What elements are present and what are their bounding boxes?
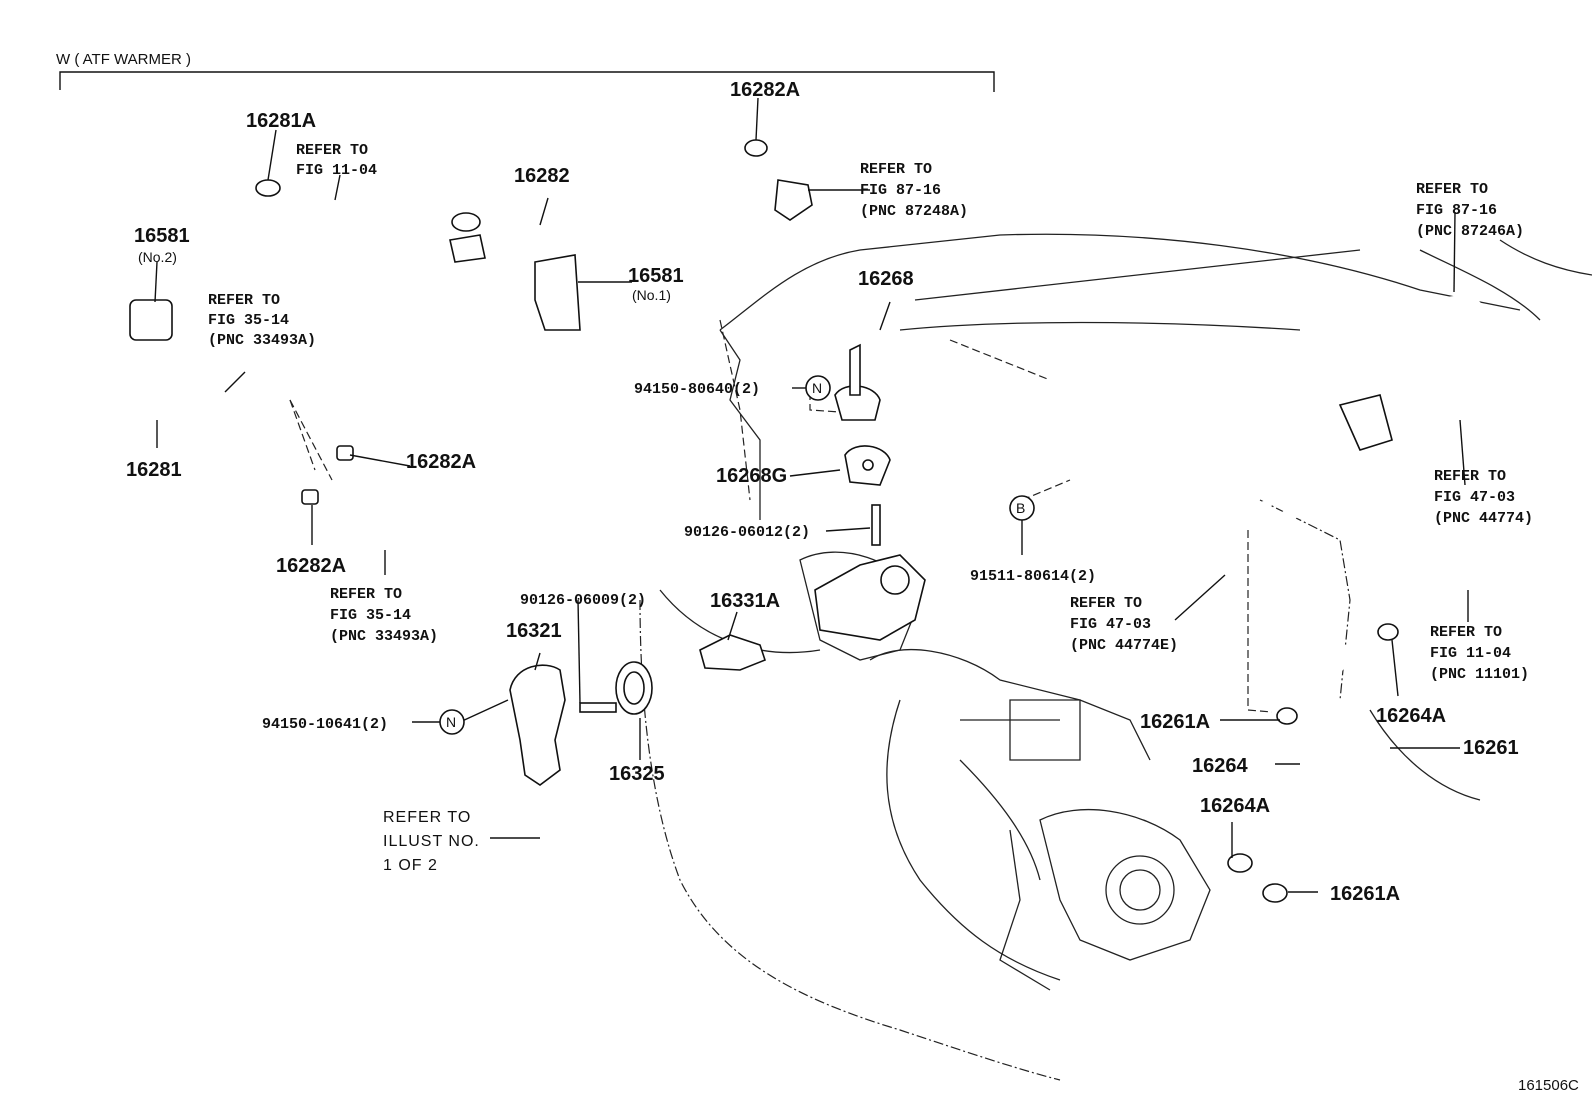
callout-16581-no2-sub: (No.2) <box>138 249 177 265</box>
dashed-connections <box>289 319 1273 713</box>
callout-16261: 16261 <box>1463 737 1519 759</box>
callout-90126-06012: 90126-06012(2) <box>684 524 810 541</box>
svg-text:REFER TO: REFER TO <box>208 292 280 309</box>
callout-91511-80614: 91511-80614(2) <box>970 568 1096 585</box>
svg-text:FIG 47-03: FIG 47-03 <box>1434 489 1515 506</box>
svg-text:N: N <box>446 714 456 730</box>
callout-90126-06009: 90126-06009(2) <box>520 592 646 609</box>
hose-16281 <box>70 122 284 494</box>
callout-16261a-low: 16261A <box>1330 883 1400 905</box>
reference-note-3: REFER TO FIG 87-16 (PNC 87246A) <box>1416 181 1524 240</box>
svg-text:(PNC 33493A): (PNC 33493A) <box>330 628 438 645</box>
callout-16268: 16268 <box>858 268 914 290</box>
svg-text:FIG 35-14: FIG 35-14 <box>330 607 411 624</box>
engine-boundary <box>639 499 1351 1081</box>
callout-16282a-low: 16282A <box>276 555 346 577</box>
refer-pipes <box>256 200 1485 600</box>
section-bracket <box>59 71 995 92</box>
callout-16281: 16281 <box>126 459 182 481</box>
svg-text:FIG 47-03: FIG 47-03 <box>1070 616 1151 633</box>
callout-16282a-top: 16282A <box>730 79 800 101</box>
svg-text:(PNC 87248A): (PNC 87248A) <box>860 203 968 220</box>
callout-16261a-upper: 16261A <box>1140 711 1210 733</box>
svg-text:FIG 11-04: FIG 11-04 <box>296 162 377 179</box>
callout-16264a-low: 16264A <box>1200 795 1270 817</box>
callout-16321: 16321 <box>506 620 562 642</box>
reference-note-6: REFER TO FIG 47-03 (PNC 44774) <box>1434 468 1533 527</box>
svg-text:(PNC 33493A): (PNC 33493A) <box>208 332 316 349</box>
svg-text:N: N <box>812 380 822 396</box>
engine-outline <box>659 233 1592 991</box>
svg-text:(PNC 87246A): (PNC 87246A) <box>1416 223 1524 240</box>
reference-note-9: REFER TO ILLUST NO. 1 OF 2 <box>383 809 480 874</box>
callout-16264: 16264 <box>1192 755 1248 777</box>
callout-16282: 16282 <box>514 165 570 187</box>
pipe-16268 <box>877 342 1363 521</box>
callout-16581-no1: 16581 <box>628 265 684 287</box>
reference-note-8: REFER TO FIG 11-04 (PNC 11101) <box>1430 624 1529 683</box>
symbol-b: B <box>1009 495 1035 521</box>
callout-16581-no2: 16581 <box>134 225 190 247</box>
callout-16264a-right: 16264A <box>1376 705 1446 727</box>
callout-16281a: 16281A <box>246 110 316 132</box>
reference-note-1: REFER TO FIG 11-04 <box>296 142 377 179</box>
callout-16268g: 16268G <box>716 465 787 487</box>
callout-16331a: 16331A <box>710 590 780 612</box>
reference-note-7: REFER TO FIG 47-03 (PNC 44774E) <box>1070 595 1178 654</box>
svg-text:1 OF 2: 1 OF 2 <box>383 857 438 874</box>
svg-text:B: B <box>1016 500 1025 516</box>
leader-lines <box>154 97 1469 893</box>
svg-text:REFER TO: REFER TO <box>383 809 471 826</box>
svg-text:FIG 35-14: FIG 35-14 <box>208 312 289 329</box>
callout-16325: 16325 <box>609 763 665 785</box>
section-title: W ( ATF WARMER ) <box>56 51 191 68</box>
svg-text:REFER TO: REFER TO <box>296 142 368 159</box>
callout-94150-80640: 94150-80640(2) <box>634 381 760 398</box>
svg-text:(PNC 44774): (PNC 44774) <box>1434 510 1533 527</box>
svg-text:REFER TO: REFER TO <box>1416 181 1488 198</box>
svg-text:REFER TO: REFER TO <box>330 586 402 603</box>
hose-16282 <box>341 100 747 449</box>
svg-text:REFER TO: REFER TO <box>1434 468 1506 485</box>
svg-text:REFER TO: REFER TO <box>1430 624 1502 641</box>
callout-16581-no1-sub: (No.1) <box>632 287 671 303</box>
symbol-n-2: N <box>439 709 465 735</box>
svg-text:FIG 11-04: FIG 11-04 <box>1430 645 1511 662</box>
svg-text:FIG 87-16: FIG 87-16 <box>860 182 941 199</box>
svg-text:FIG 87-16: FIG 87-16 <box>1416 202 1497 219</box>
callout-94150-10641: 94150-10641(2) <box>262 716 388 733</box>
hose-refer-illust <box>334 789 567 948</box>
hose-87246a <box>1376 295 1490 429</box>
svg-text:ILLUST NO.: ILLUST NO. <box>383 833 480 850</box>
svg-text:REFER TO: REFER TO <box>1070 595 1142 612</box>
reference-note-4: REFER TO FIG 35-14 (PNC 33493A) <box>208 292 316 349</box>
symbol-n-1: N <box>805 375 831 401</box>
illustration-code: 161506C <box>1518 1077 1579 1094</box>
svg-text:REFER TO: REFER TO <box>860 161 932 178</box>
hose-16264 <box>1236 646 1354 844</box>
svg-text:(PNC 11101): (PNC 11101) <box>1430 666 1529 683</box>
callout-16282a-mid: 16282A <box>406 451 476 473</box>
svg-text:(PNC 44774E): (PNC 44774E) <box>1070 637 1178 654</box>
hose-16261 <box>1271 731 1391 871</box>
hose-44774e <box>1218 498 1307 582</box>
reference-note-2: REFER TO FIG 87-16 (PNC 87248A) <box>860 161 968 220</box>
component-shapes <box>129 139 1399 903</box>
reference-note-5: REFER TO FIG 35-14 (PNC 33493A) <box>330 586 438 645</box>
